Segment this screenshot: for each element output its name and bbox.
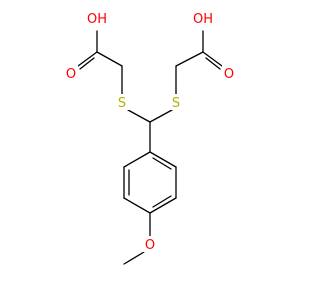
bond-ring-1 xyxy=(149,151,177,168)
bond-ring-inner-a xyxy=(152,157,172,170)
right-hydroxyl-label: OH xyxy=(193,12,213,27)
bond-right-ch2-c xyxy=(175,51,204,67)
structure-diagram: OH O S S OH O O xyxy=(64,10,236,265)
methoxy-o-label: O xyxy=(145,238,155,253)
bond-left-carbonyl-a xyxy=(77,51,98,67)
bond-ring-6 xyxy=(123,151,151,168)
atom-labels: OH O S S OH O O xyxy=(64,10,236,253)
bond-o-ch3 xyxy=(123,251,145,265)
bond-ring-3 xyxy=(149,197,177,214)
bonds xyxy=(77,30,223,265)
left-hydroxyl-label: OH xyxy=(87,12,107,27)
left-carbonyl-o-label: O xyxy=(66,67,76,82)
bond-right-carbonyl-b xyxy=(205,57,221,70)
bond-left-s-ch xyxy=(127,109,151,123)
right-sulfur-label: S xyxy=(172,96,180,111)
bond-ring-4 xyxy=(123,197,151,214)
right-carbonyl-o-label: O xyxy=(224,67,234,82)
bond-right-ch-s xyxy=(149,109,173,123)
left-sulfur-label: S xyxy=(118,96,126,111)
bond-left-c-ch2 xyxy=(96,51,123,67)
bond-right-carbonyl-a xyxy=(202,51,223,67)
bond-left-carbonyl-b xyxy=(79,57,95,70)
bond-ring-inner-b xyxy=(152,195,172,208)
